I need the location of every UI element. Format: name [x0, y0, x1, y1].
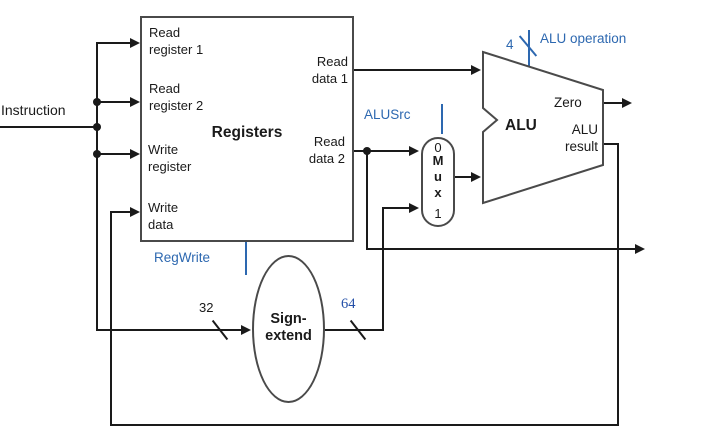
- regwrite-label: RegWrite: [154, 250, 211, 265]
- arrowhead: [130, 149, 140, 159]
- junction-dot: [93, 123, 101, 131]
- arrowhead: [622, 98, 632, 108]
- wire-write-data-input: [110, 211, 132, 213]
- wire-feedback-bottom: [110, 424, 619, 426]
- alu-label: ALU: [505, 117, 537, 134]
- wire-sign-extend-input: [96, 329, 243, 331]
- junction-dot: [363, 147, 371, 155]
- wire-read-data2: [353, 150, 410, 152]
- arrowhead: [130, 207, 140, 217]
- registers-port-write-data: Write data: [148, 200, 179, 232]
- arrowhead: [409, 146, 419, 156]
- mux-input1-label: 1: [434, 206, 442, 221]
- arrowhead: [409, 203, 419, 213]
- arrowhead: [130, 38, 140, 48]
- wire-mux-output: [454, 176, 472, 178]
- wire-read-register2-branch: [96, 101, 132, 103]
- wire-sign-extend-output: [324, 329, 384, 331]
- wire-zero-output: [602, 102, 623, 104]
- wire-regwrite-control: [245, 242, 247, 275]
- wire-alusrc-control: [441, 104, 443, 134]
- registers-title: Registers: [211, 124, 283, 141]
- alu-result-output-label: ALU result: [564, 122, 598, 154]
- sign-extend-label: Sign- extend: [265, 311, 312, 344]
- wire-write-register-branch: [96, 153, 132, 155]
- wire-feedback-left: [110, 211, 112, 425]
- wire-alu-result-horizontal: [602, 143, 619, 145]
- registers-port-read-data1: Read data 1: [311, 54, 348, 86]
- registers-port-read-register2: Read register 2: [149, 81, 204, 113]
- arrowhead: [130, 97, 140, 107]
- sign-extend-input-width: 32: [199, 300, 214, 315]
- junction-dot: [93, 98, 101, 106]
- junction-dot: [93, 150, 101, 158]
- sign-extend-block: [252, 255, 325, 403]
- wire-alu-result-vertical: [617, 143, 619, 425]
- registers-port-read-data2: Read data 2: [308, 134, 345, 166]
- wire-read-data2-branch-vertical: [366, 150, 368, 250]
- instruction-label: Instruction: [1, 102, 66, 118]
- registers-port-read-register1: Read register 1: [149, 25, 204, 57]
- wire-read-register1-branch: [96, 42, 132, 44]
- registers-block: [140, 16, 354, 242]
- alu-zero-output-label: Zero: [554, 95, 582, 110]
- wire-sign-extend-output-vertical: [382, 207, 384, 331]
- wire-instruction: [0, 126, 97, 128]
- arrowhead: [241, 325, 251, 335]
- alu-operation-label: ALU operation: [540, 31, 627, 46]
- registers-port-write-register: Write register: [148, 142, 192, 174]
- mux-stacked-label: M u x: [432, 153, 444, 200]
- mux-input0-label: 0: [434, 140, 442, 155]
- arrowhead: [635, 244, 645, 254]
- wire-read-data2-to-memory: [366, 248, 636, 250]
- sign-extend-output-width: 64: [341, 296, 356, 312]
- mux-block: [421, 137, 455, 227]
- alu-operation-bus-width: 4: [506, 37, 514, 52]
- wire-mux-input1: [382, 207, 410, 209]
- wire-read-data1: [353, 69, 472, 71]
- arrowhead: [471, 65, 481, 75]
- alusrc-label: ALUSrc: [364, 107, 411, 122]
- arrowhead: [471, 172, 481, 182]
- wire-instruction-vertical-bus: [96, 42, 98, 331]
